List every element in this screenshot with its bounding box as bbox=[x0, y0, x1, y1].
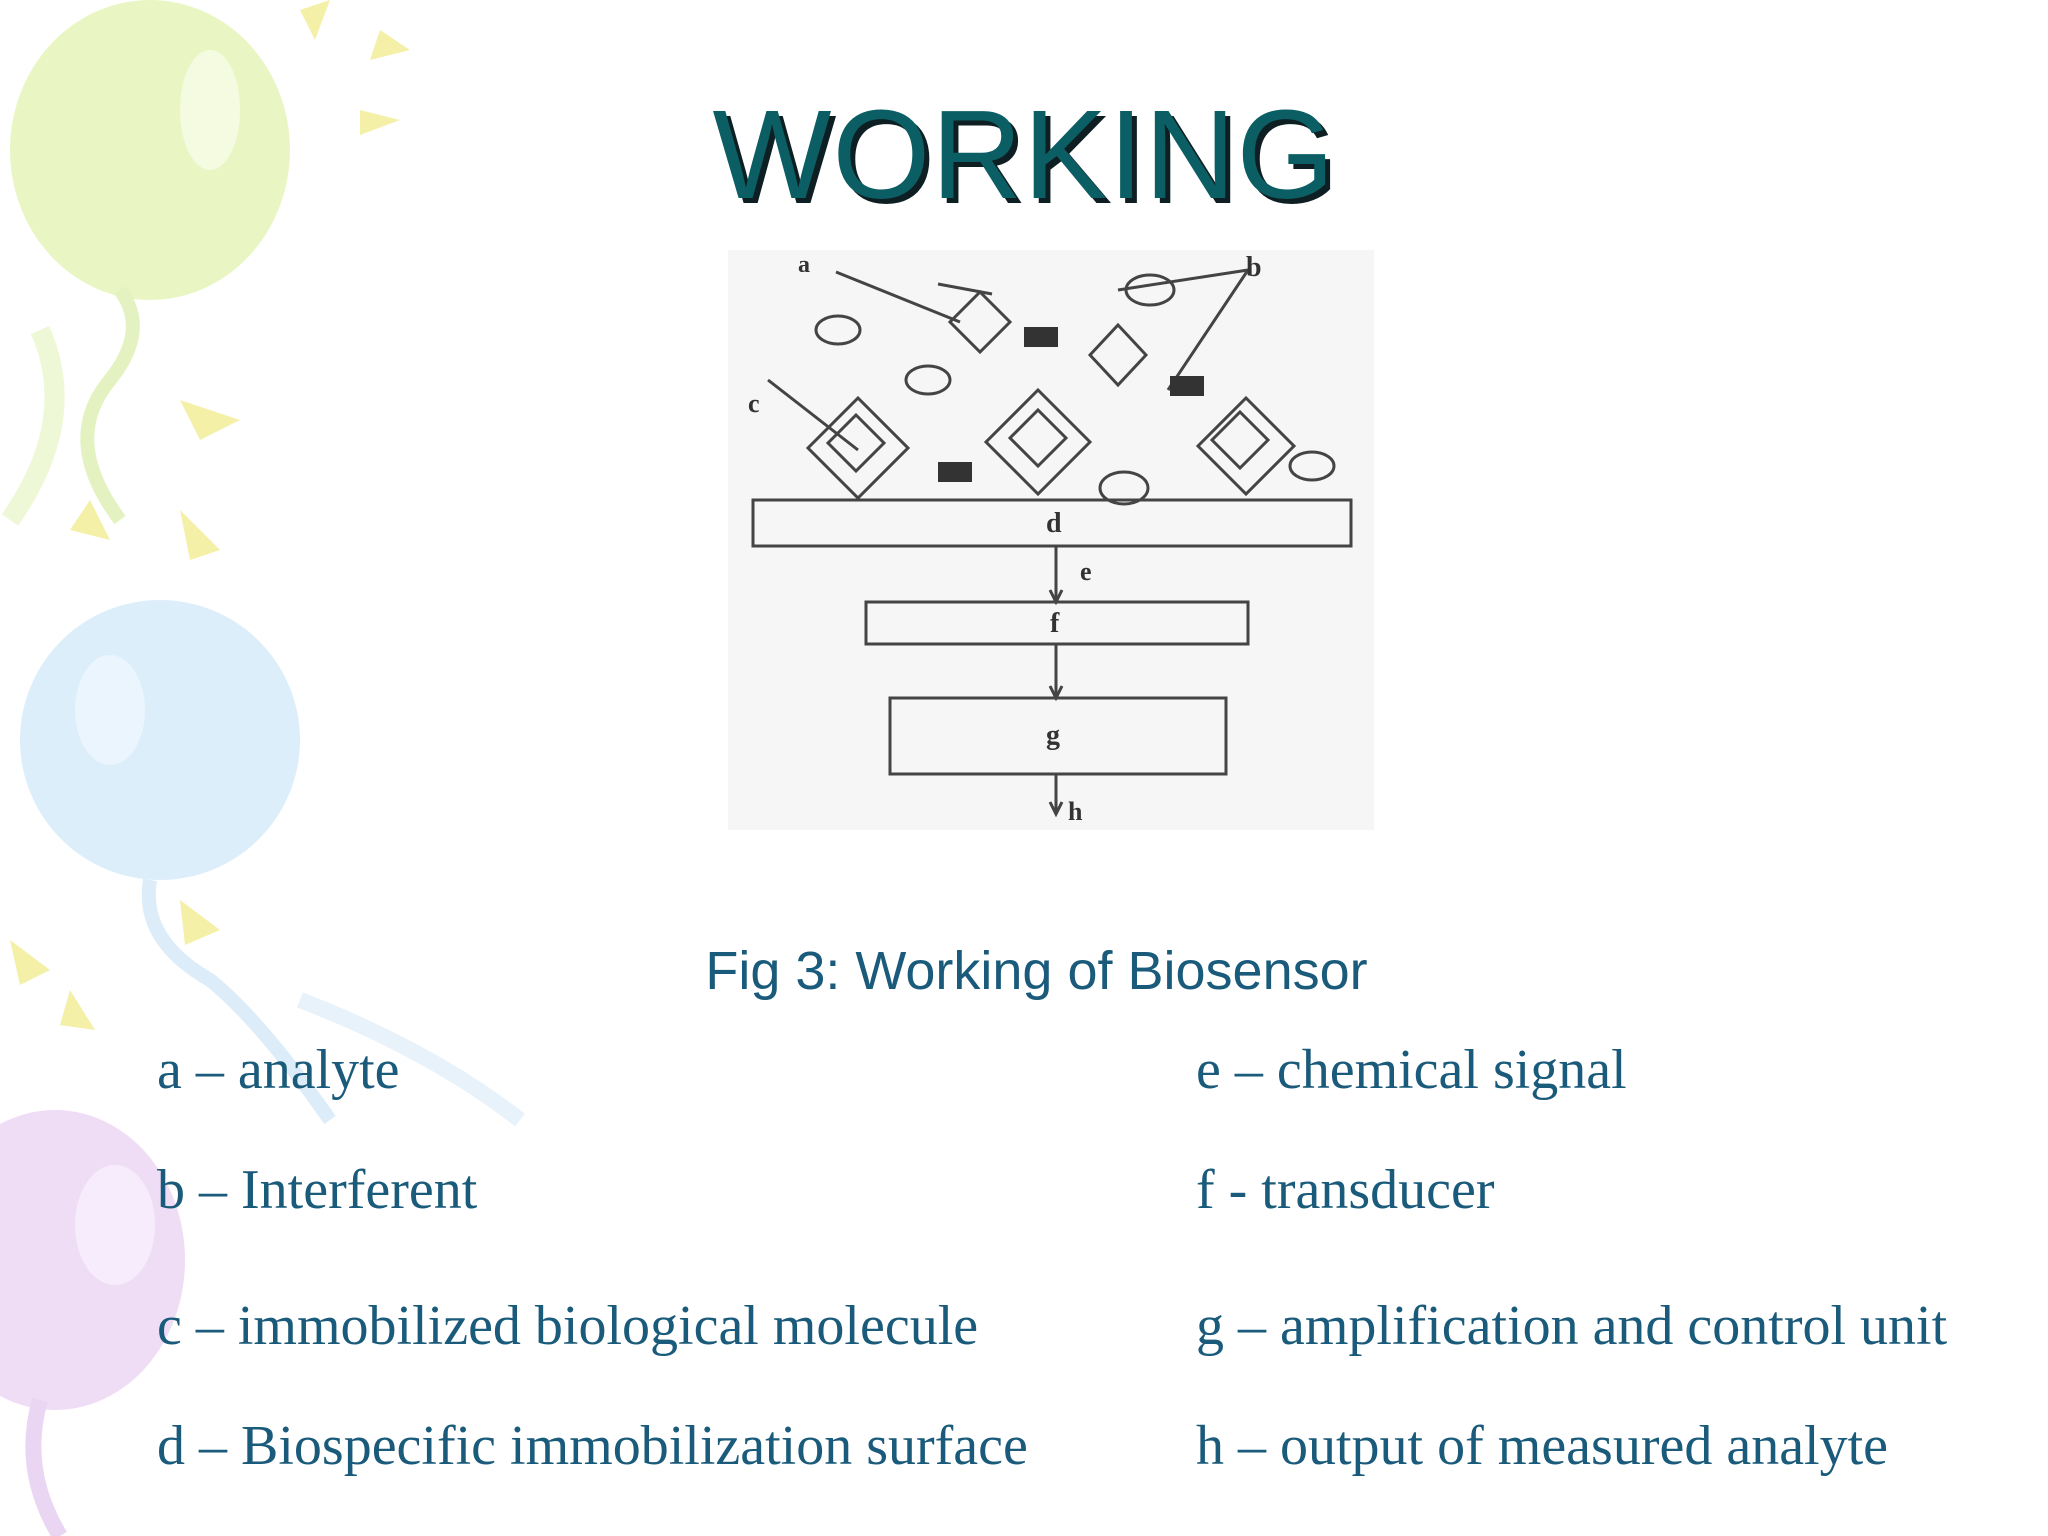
interferent-square bbox=[1170, 376, 1204, 396]
label-h: h bbox=[1068, 797, 1083, 826]
legend-item-b: b – Interferent bbox=[157, 1159, 478, 1221]
leader-line-a2 bbox=[937, 282, 993, 296]
label-b: b bbox=[1246, 252, 1262, 283]
interferent-oval bbox=[814, 314, 862, 346]
legend-item-c: c – immobilized biological molecule bbox=[157, 1295, 979, 1357]
interferent-square bbox=[938, 462, 972, 482]
interferent-square bbox=[1024, 327, 1058, 347]
immobilization-surface bbox=[751, 498, 1353, 548]
interferent-oval bbox=[904, 364, 952, 396]
legend-item-d: d – Biospecific immobilization surface bbox=[157, 1415, 1028, 1477]
balloon-green-icon bbox=[1, 0, 290, 526]
immobilized-molecule bbox=[983, 387, 1093, 497]
interferent-oval bbox=[1098, 470, 1150, 506]
interferent-oval bbox=[1124, 273, 1176, 307]
amplification-box bbox=[888, 696, 1228, 776]
legend-item-a: a – analyte bbox=[157, 1039, 400, 1101]
label-c: c bbox=[748, 389, 760, 418]
label-d: d bbox=[1046, 508, 1062, 539]
analyte-diamond bbox=[1087, 322, 1149, 388]
immobilized-molecule bbox=[805, 395, 911, 501]
legend-item-f: f - transducer bbox=[1196, 1159, 1495, 1221]
figure-caption: Fig 3: Working of Biosensor bbox=[705, 941, 1368, 1001]
sun-ray-icon bbox=[10, 0, 410, 1030]
biosensor-diagram: a b c d e f g h bbox=[728, 250, 1374, 830]
leader-line-b2 bbox=[1166, 269, 1250, 391]
leader-line-b bbox=[1117, 268, 1249, 292]
bound-analyte bbox=[1007, 407, 1069, 469]
leader-line-a bbox=[835, 270, 961, 324]
interferent-oval bbox=[1288, 450, 1336, 482]
immobilized-molecule bbox=[1195, 395, 1297, 497]
analyte-diamond bbox=[947, 289, 1013, 355]
label-g: g bbox=[1046, 720, 1060, 751]
output-arrowhead bbox=[1048, 801, 1064, 818]
label-e: e bbox=[1080, 557, 1092, 586]
slide-title: WORKING bbox=[712, 84, 1336, 225]
label-f: f bbox=[1050, 608, 1060, 639]
label-a: a bbox=[798, 252, 810, 278]
balloon-blue-icon bbox=[20, 600, 525, 1127]
balloon-purple-icon bbox=[0, 1110, 185, 1536]
bound-analyte bbox=[1209, 409, 1271, 471]
legend-item-g: g – amplification and control unit bbox=[1196, 1295, 1948, 1357]
leader-line-c bbox=[767, 378, 859, 452]
legend-item-h: h – output of measured analyte bbox=[1196, 1415, 1889, 1477]
bound-analyte bbox=[825, 412, 887, 474]
legend-item-e: e – chemical signal bbox=[1196, 1039, 1627, 1101]
